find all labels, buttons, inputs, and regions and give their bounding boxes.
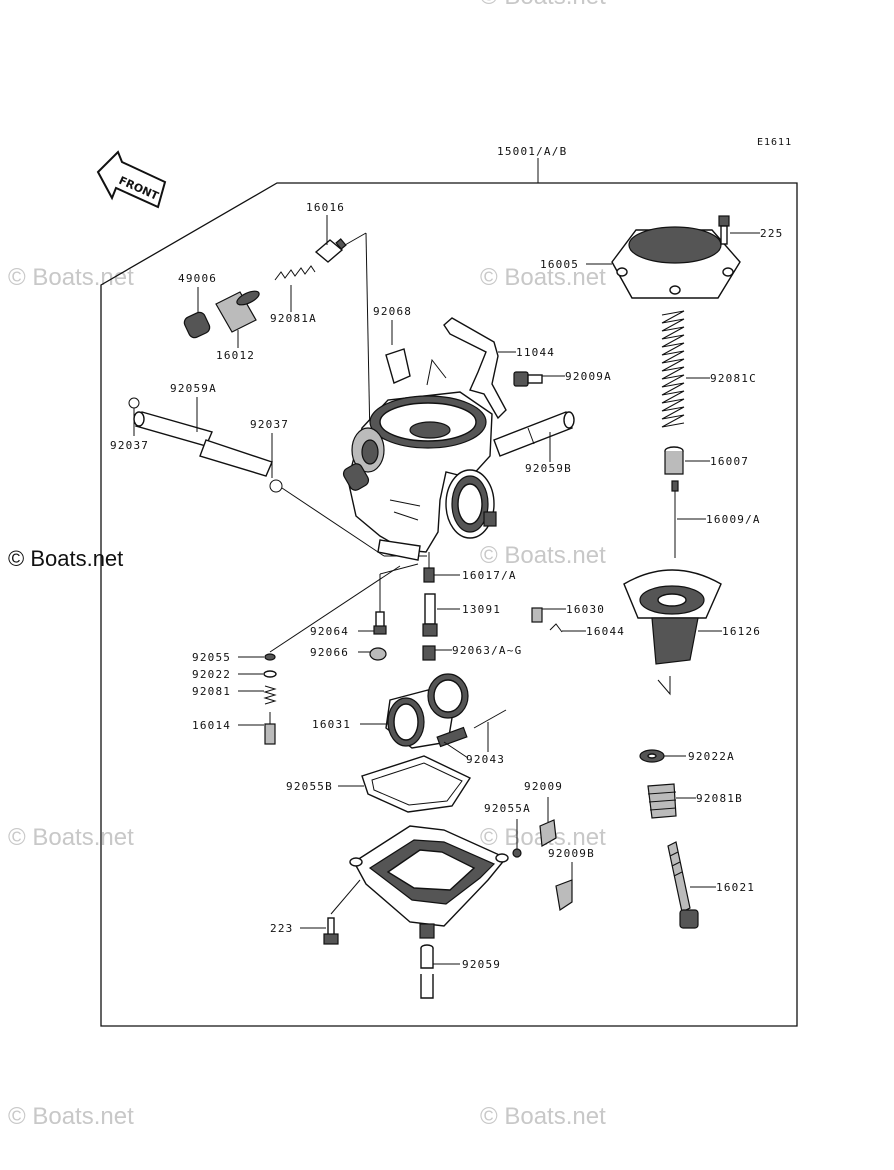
label-49006: 49006 — [178, 272, 217, 285]
label-92055B: 92055B — [286, 780, 333, 793]
label-223: 223 — [270, 922, 293, 935]
piston-diaphragm-16126 — [623, 569, 722, 665]
top-cap-16005 — [611, 226, 741, 299]
spring-92081B — [647, 783, 677, 819]
plunger-16016 — [314, 238, 347, 263]
watermark-top: © Boats.net — [480, 0, 606, 10]
jet-holder-13091 — [422, 593, 438, 637]
label-92063: 92063/A~G — [452, 644, 522, 657]
label-92009A: 92009A — [565, 370, 612, 383]
label-92037-right: 92037 — [250, 418, 289, 431]
label-92059B: 92059B — [525, 462, 572, 475]
label-92081C: 92081C — [710, 372, 757, 385]
label-225: 225 — [760, 227, 783, 240]
label-92059A: 92059A — [170, 382, 217, 395]
oring-92022 — [263, 670, 277, 678]
label-16016: 16016 — [306, 201, 345, 214]
label-92055: 92055 — [192, 651, 231, 664]
label-16021: 16021 — [716, 881, 755, 894]
label-16012: 16012 — [216, 349, 255, 362]
label-16044: 16044 — [586, 625, 625, 638]
front-arrow: FRONT — [96, 150, 167, 209]
label-92081: 92081 — [192, 685, 231, 698]
washer-92055A — [512, 848, 522, 858]
gasket-92055B — [361, 755, 472, 813]
label-92009B: 92009B — [548, 847, 595, 860]
label-11044: 11044 — [516, 346, 555, 359]
label-16031: 16031 — [312, 718, 351, 731]
label-92064: 92064 — [310, 625, 349, 638]
washer-92022A — [639, 749, 665, 763]
assembly-outline — [100, 182, 798, 1027]
watermark-3: © Boats.net — [480, 542, 606, 569]
label-16007: 16007 — [710, 455, 749, 468]
label-92009: 92009 — [524, 780, 563, 793]
spring-92081C — [661, 310, 685, 428]
label-92022: 92022 — [192, 668, 231, 681]
pin-92043 — [473, 709, 507, 729]
screw-92009A — [513, 371, 543, 387]
pilot-screw-16014 — [264, 712, 276, 745]
needle-holder-16007 — [664, 446, 684, 475]
label-92043: 92043 — [466, 753, 505, 766]
cap-92068 — [385, 348, 411, 384]
cap-49006 — [183, 311, 211, 339]
clamp-92037-right — [269, 479, 283, 493]
drain-tube-92059 — [420, 944, 434, 999]
watermark-4: © Boats.net — [8, 824, 134, 851]
tube-92059B — [493, 411, 575, 457]
float-bowl — [349, 825, 509, 939]
label-16014: 16014 — [192, 719, 231, 732]
label-16126: 16126 — [722, 625, 761, 638]
clamp-92037-left — [128, 397, 140, 409]
starter-body-16012 — [215, 290, 260, 333]
label-16005: 16005 — [540, 258, 579, 271]
screw-225 — [718, 215, 730, 245]
label-92022A: 92022A — [688, 750, 735, 763]
label-92081A: 92081A — [270, 312, 317, 325]
label-92037-left: 92037 — [110, 439, 149, 452]
bracket-11044 — [443, 317, 507, 420]
screw-223 — [323, 917, 339, 945]
screw-16021 — [667, 841, 699, 929]
jet-needle-16009 — [671, 480, 679, 558]
screw-92009B — [555, 879, 573, 912]
label-16017A: 16017/A — [462, 569, 517, 582]
spring-92081A — [274, 265, 316, 281]
watermark-dark: © Boats.net — [8, 546, 123, 571]
carburetor-body — [342, 391, 497, 561]
label-92055A: 92055A — [484, 802, 531, 815]
watermark-2: © Boats.net — [480, 264, 606, 291]
label-15001-A-B: 15001/A/B — [497, 145, 567, 158]
main-jet-92063 — [422, 645, 436, 661]
needle-jet-16017 — [423, 567, 435, 583]
clip-16044 — [549, 623, 563, 633]
label-16030: 16030 — [566, 603, 605, 616]
label-92066: 92066 — [310, 646, 349, 659]
float-pin-16030 — [531, 607, 543, 623]
washer-92055 — [264, 653, 276, 661]
label-92081B: 92081B — [696, 792, 743, 805]
label-16009A: 16009/A — [706, 513, 761, 526]
spring-92081 — [263, 685, 277, 705]
label-92068: 92068 — [373, 305, 412, 318]
screw-92064 — [373, 611, 387, 635]
diagram-code: E1611 — [757, 137, 792, 148]
label-13091: 13091 — [462, 603, 501, 616]
watermarks: © Boats.net © Boats.net © Boats.net © Bo… — [8, 0, 606, 1130]
screw-92009 — [539, 819, 557, 847]
float-16031 — [385, 673, 469, 749]
tube-92059A — [133, 411, 273, 477]
watermark-6: © Boats.net — [8, 1103, 134, 1130]
watermark-7: © Boats.net — [480, 1103, 606, 1130]
plug-92066 — [369, 647, 387, 661]
label-92059: 92059 — [462, 958, 501, 971]
